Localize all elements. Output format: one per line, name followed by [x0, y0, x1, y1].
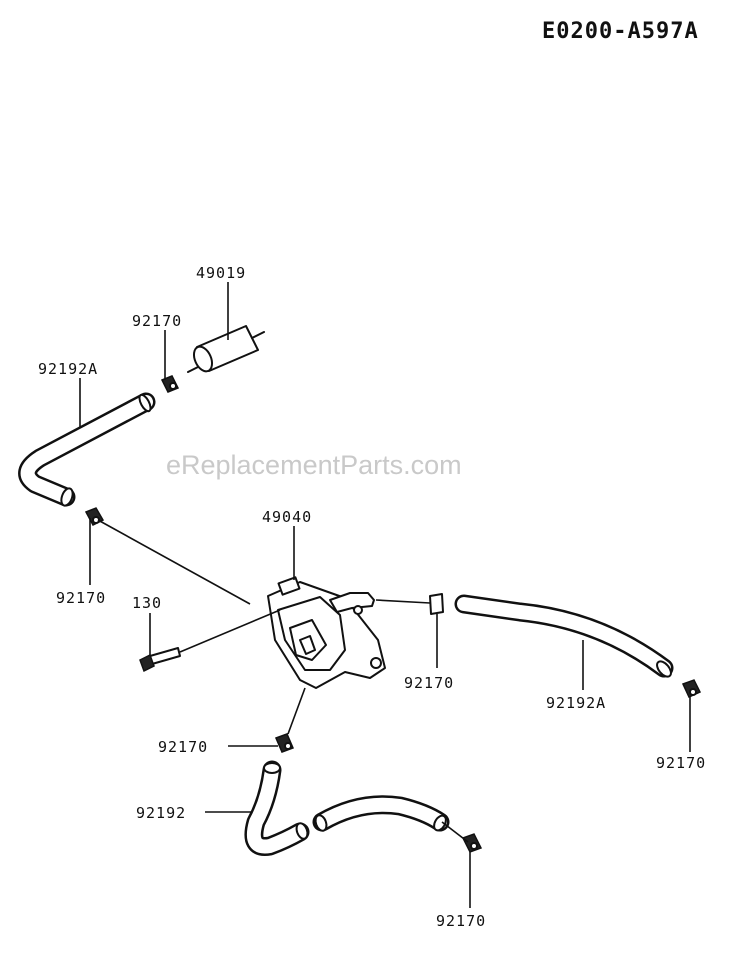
label-hose-left: 92192A [38, 360, 98, 378]
clamp-left-92170[interactable] [84, 507, 105, 526]
hose-right-92192a[interactable] [454, 594, 674, 679]
label-clamp-right: 92170 [656, 754, 706, 772]
watermark: eReplacementParts.com [166, 450, 462, 480]
fuel-pump-49040[interactable] [267, 576, 386, 689]
clamp-bottom-92170[interactable] [461, 833, 483, 853]
label-filter: 49019 [196, 264, 246, 282]
hose-bottom-92192[interactable] [244, 760, 450, 856]
label-bolt: 130 [132, 594, 162, 612]
label-clamp-lower: 92170 [158, 738, 208, 756]
label-pump: 49040 [262, 508, 312, 526]
diagram-code: E0200-A597A [542, 19, 699, 44]
bolt-130[interactable] [139, 647, 181, 673]
label-clamp-left: 92170 [56, 589, 106, 607]
clamp-right-92170[interactable] [681, 679, 702, 698]
fuel-filter-49019[interactable] [187, 325, 265, 374]
clamp-lower-92170[interactable] [274, 733, 295, 753]
label-clamp-bottom: 92170 [436, 912, 486, 930]
label-clamp-top: 92170 [132, 312, 182, 330]
clamp-top-92170[interactable] [160, 375, 180, 393]
label-clamp-pump-outlet: 92170 [404, 674, 454, 692]
hose-left-92192a[interactable] [18, 392, 156, 507]
leader-lines [79, 282, 691, 908]
label-hose-bottom: 92192 [136, 804, 186, 822]
clamp-pump-outlet-92170[interactable] [429, 593, 444, 615]
label-hose-right: 92192A [546, 694, 606, 712]
